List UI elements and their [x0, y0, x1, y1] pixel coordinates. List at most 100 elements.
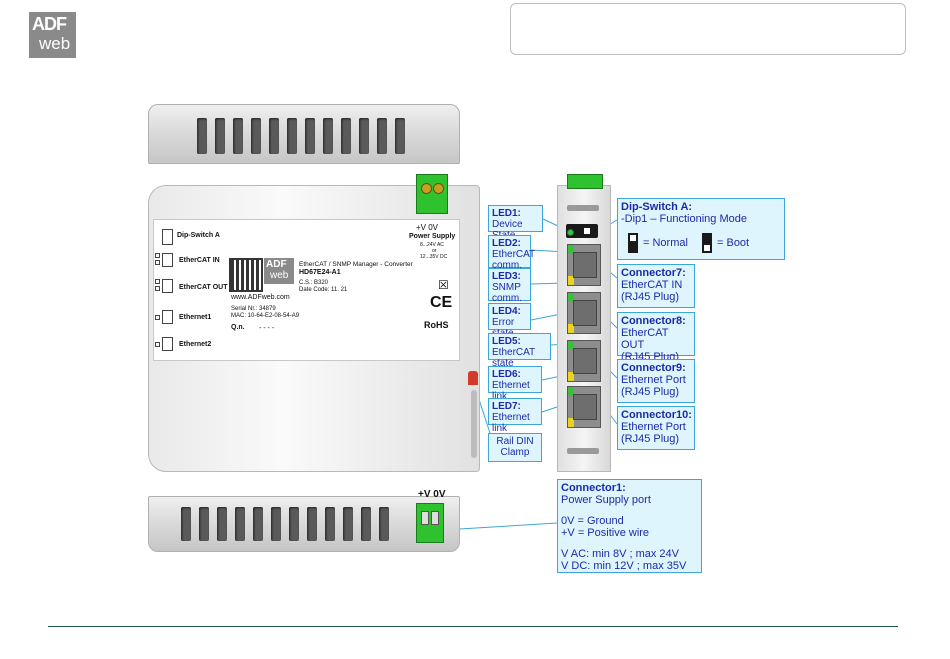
vent-slot	[181, 507, 191, 541]
label-logo-line2: web	[270, 270, 289, 281]
vent-slot	[395, 118, 405, 154]
connector1-text: Power Supply port	[561, 494, 651, 506]
vent-slot	[253, 507, 263, 541]
terminal-slot-icon	[421, 511, 429, 525]
rail-din-line1: Rail DIN	[496, 436, 534, 447]
led2-text2: comm.	[492, 260, 522, 271]
vent-slot	[233, 118, 243, 154]
vent-slot	[377, 118, 387, 154]
terminal-slot-icon	[431, 511, 439, 525]
dip-switch-a-text: -Dip1 – Functioning Mode	[621, 213, 747, 225]
connector8-text1: EtherCAT OUT	[621, 327, 669, 351]
serial-number: Serial Nr.: 34879	[231, 306, 276, 312]
led3-text1: SNMP	[492, 282, 521, 293]
callout-connector1: Connector1: Power Supply port 0V = Groun…	[557, 479, 702, 573]
vent-slot	[323, 118, 333, 154]
qn-value: - - - -	[259, 325, 275, 332]
logo-line2: web	[39, 34, 71, 53]
qr-code-icon	[229, 258, 263, 292]
vent-slot	[325, 507, 335, 541]
callout-led4: LED4:Error state	[488, 303, 531, 339]
led4-title: LED4:	[492, 306, 521, 317]
bottom-terminal-label: +V 0V	[418, 489, 446, 500]
adfweb-logo: ADF web	[29, 12, 76, 58]
label-logo: ADF web	[264, 258, 294, 284]
connector9-title: Connector9:	[621, 362, 686, 374]
vent-slot	[379, 507, 389, 541]
dip-normal-label: = Normal	[643, 237, 688, 249]
led1-icon	[567, 229, 574, 236]
led-pin-icon	[155, 342, 160, 347]
mac-address: MAC: 10-64-E2-08-54-A9	[231, 313, 300, 319]
connector9-text1: Ethernet Port	[621, 374, 686, 386]
supply-or: or	[432, 248, 437, 254]
vent-slot	[341, 118, 351, 154]
led5-text: EtherCAT state	[492, 347, 535, 369]
logo-line1: ADF	[32, 14, 67, 34]
website: www.ADFweb.com	[231, 294, 290, 301]
side-terminal	[567, 174, 603, 189]
callout-led7: LED7:Ethernet link	[488, 398, 542, 434]
side-bottom-slot	[567, 448, 599, 454]
connector1-title: Connector1:	[561, 482, 626, 494]
led-pin-icon	[155, 253, 160, 258]
label-ethernet1: Ethernet1	[179, 314, 212, 321]
vent-slot	[305, 118, 315, 154]
led3-title: LED3:	[492, 271, 521, 282]
dip-switch-a[interactable]	[566, 224, 598, 238]
footer-divider	[48, 626, 898, 627]
connector1-vac: V AC: min 8V ; max 24V	[561, 548, 679, 560]
qn-label: Q.n.	[231, 324, 245, 331]
led3-text2: comm.	[492, 293, 522, 304]
rail-clamp-slot	[471, 390, 477, 458]
vent-slot	[251, 118, 261, 154]
label-logo-line1: ADF	[266, 259, 287, 270]
label-dip-switch: Dip-Switch A	[177, 232, 220, 239]
label-ethercat-out: EtherCAT OUT	[179, 284, 228, 291]
supply-ac: 8...24V AC	[420, 242, 444, 248]
connector1-positive: +V = Positive wire	[561, 527, 650, 539]
led2-title: LED2:	[492, 238, 521, 249]
dip-switch-icon	[162, 229, 173, 245]
connector9-text2: (RJ45 Plug)	[621, 386, 680, 398]
callout-dip-switch-a: Dip-Switch A: -Dip1 – Functioning Mode =…	[617, 198, 785, 260]
callout-connector7: Connector7:EtherCAT IN(RJ45 Plug)	[617, 264, 695, 308]
led-pin-icon	[155, 286, 160, 291]
callout-led6: LED6:Ethernet link	[488, 366, 542, 402]
led5-title: LED5:	[492, 336, 521, 347]
supply-dc: 12...35V DC	[420, 254, 448, 260]
weee-bin-icon: ☒	[438, 278, 449, 292]
vent-slot	[217, 507, 227, 541]
bottom-rail	[148, 496, 460, 552]
vent-slot	[271, 507, 281, 541]
connector7-title: Connector7:	[621, 267, 686, 279]
rj45-connector10	[567, 386, 601, 428]
led7-title: LED7:	[492, 401, 521, 412]
vent-slot	[269, 118, 279, 154]
connector7-text2: (RJ45 Plug)	[621, 291, 680, 303]
callout-led1: LED1:Device State	[488, 205, 543, 241]
dip-boot-icon	[702, 233, 712, 253]
port-icon	[162, 279, 173, 293]
product-code: HD67E24-A1	[299, 269, 341, 276]
label-ethercat-in: EtherCAT IN	[179, 257, 220, 264]
port-icon	[162, 337, 173, 351]
rail-din-line2: Clamp	[500, 447, 530, 458]
connector1-vdc: V DC: min 12V ; max 35V	[561, 560, 687, 572]
top-rail	[148, 104, 460, 164]
dip-boot-label: = Boot	[717, 237, 750, 249]
led2-text1: EtherCAT	[492, 249, 536, 260]
vent-slot	[307, 507, 317, 541]
vent-slot	[289, 507, 299, 541]
led-pin-icon	[155, 260, 160, 265]
rj45-connector8	[567, 292, 601, 334]
label-ethernet2: Ethernet2	[179, 341, 212, 348]
port-icon	[162, 253, 173, 267]
vent-slot	[215, 118, 225, 154]
rail-clamp-icon	[468, 371, 478, 385]
led-pin-icon	[155, 279, 160, 284]
dip-knob-icon	[584, 228, 590, 234]
